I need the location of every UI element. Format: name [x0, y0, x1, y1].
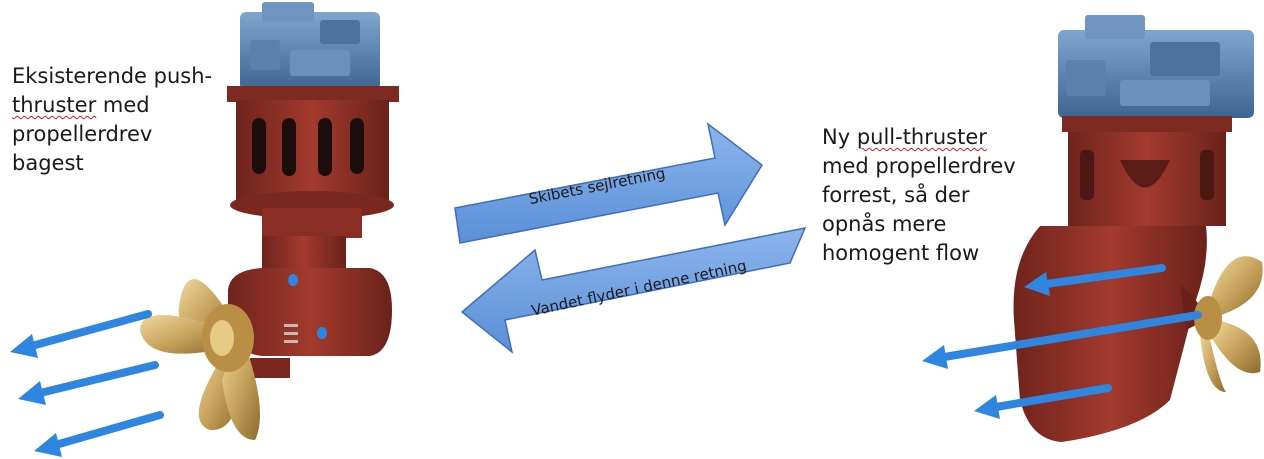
- pull-caption-line-4: opnås mere: [822, 212, 947, 236]
- push-caption-line-4: bagest: [12, 151, 84, 175]
- pull-thruster-illustration: [922, 15, 1263, 442]
- water-flow-arrow: Vandet flyder i denne retning: [460, 226, 807, 354]
- push-thruster-propeller: [140, 279, 260, 440]
- push-caption-line-2: thruster med: [12, 91, 212, 120]
- push-caption-line-3: propellerdrev: [12, 122, 153, 146]
- pull-thruster-leg: [1013, 226, 1207, 442]
- pull-caption-spellcheck-word: pull-thruster: [856, 125, 987, 149]
- pull-caption-line-5: homogent flow: [822, 241, 980, 265]
- ship-direction-arrow: Skibets sejlretning: [454, 122, 763, 244]
- push-caption-spellcheck-word: thruster: [12, 93, 97, 117]
- pull-caption-line-2: med propellerdrev: [822, 154, 1016, 178]
- push-thruster-engine: [240, 2, 380, 90]
- push-thruster-caption: Eksisterende push- thruster med propelle…: [12, 62, 212, 178]
- pull-thruster-propeller: [1194, 256, 1263, 392]
- push-thruster-pod: [228, 236, 392, 378]
- push-thruster-illustration: [10, 2, 399, 457]
- push-caption-line-1: Eksisterende push-: [12, 64, 213, 88]
- pull-thruster-engine: [1058, 15, 1254, 118]
- push-thruster-column: [227, 86, 399, 238]
- pull-caption-line-1-prefix: Ny: [822, 125, 857, 149]
- pull-thruster-column: [1062, 116, 1232, 226]
- pull-thruster-caption: Ny pull-thruster med propellerdrev forre…: [822, 123, 1016, 268]
- push-flow-arrows: [10, 310, 164, 457]
- pull-flow-arrows: [922, 264, 1202, 419]
- pull-caption-line-1: Ny pull-thruster: [822, 123, 1016, 152]
- push-caption-line-2-rest: med: [96, 93, 150, 117]
- pull-caption-line-3: forrest, så der: [822, 183, 970, 207]
